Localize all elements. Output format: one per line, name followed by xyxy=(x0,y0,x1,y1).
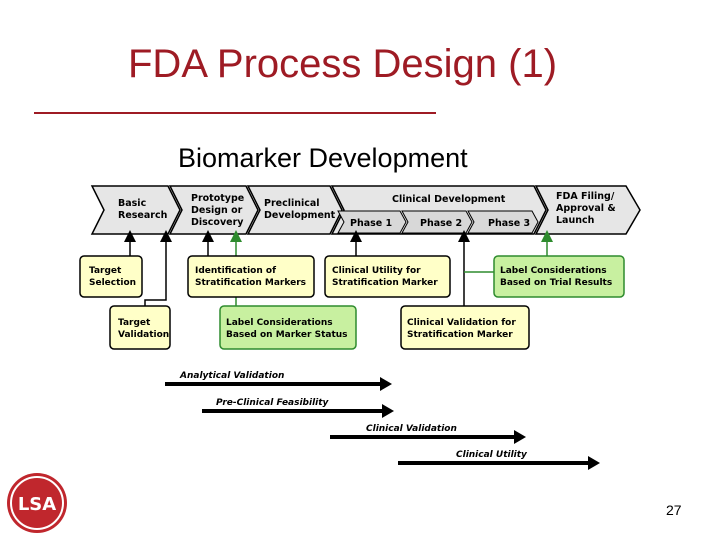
label-trial-line-2: Based on Trial Results xyxy=(500,278,612,288)
identification-line-2: Stratification Markers xyxy=(195,278,306,288)
box-target-selection xyxy=(79,255,143,298)
stage-fda-label-2: Approval & xyxy=(556,203,616,214)
title-underline xyxy=(34,112,436,114)
stage-basic-label-2: Research xyxy=(118,210,168,221)
stage-prototype xyxy=(168,185,259,235)
stage-clinical-label: Clinical Development xyxy=(392,194,506,205)
label-trial-line-1: Label Considerations xyxy=(500,266,607,276)
phase-3-label: Phase 3 xyxy=(488,218,530,229)
slide-subtitle: Biomarker Development xyxy=(178,143,468,173)
box-label-marker-status xyxy=(219,305,357,350)
phase-1-chevron xyxy=(337,210,407,234)
stage-basic-label-1: Basic xyxy=(118,198,146,209)
target-selection-line-2: Selection xyxy=(89,278,136,288)
box-clinical-validation xyxy=(400,305,530,350)
stage-fda-label-3: Launch xyxy=(556,215,595,226)
box-clinical-utility xyxy=(324,255,451,298)
lsa-logo: LSA xyxy=(7,473,67,533)
clinical-utility-line-2: Stratification Marker xyxy=(332,278,438,288)
stage-proto-label-3: Discovery xyxy=(191,217,244,228)
phase-3-chevron xyxy=(467,210,539,234)
stage-proto-label-2: Design or xyxy=(191,205,243,216)
target-selection-line-1: Target xyxy=(89,266,122,276)
stage-preclin-label-1: Preclinical xyxy=(264,198,320,209)
stage-preclin-label-2: Development xyxy=(264,210,336,221)
timeline-analytical-label: Analytical Validation xyxy=(179,371,284,381)
page-number: 27 xyxy=(666,502,682,518)
identification-line-1: Identification of xyxy=(195,266,276,276)
timeline-clinical-validation-label: Clinical Validation xyxy=(366,424,457,434)
box-identification-markers xyxy=(187,255,315,298)
timeline-clinical-utility-label: Clinical Utility xyxy=(456,450,528,460)
target-validation-line-2: Validation xyxy=(118,330,169,340)
clinical-validation-line-2: Stratification Marker xyxy=(407,330,513,340)
pipeline-stages xyxy=(90,185,641,235)
target-validation-line-1: Target xyxy=(118,318,151,328)
phase-1-label: Phase 1 xyxy=(350,218,392,229)
label-marker-line-1: Label Considerations xyxy=(226,318,333,328)
stage-preclinical xyxy=(246,185,343,235)
stage-fda-filing xyxy=(534,185,641,235)
stage-fda-label-1: FDA Filing/ xyxy=(556,191,615,202)
clinical-validation-line-1: Clinical Validation for xyxy=(407,318,516,328)
slide-title: FDA Process Design (1) xyxy=(128,42,558,86)
timeline-preclinical-label: Pre-Clinical Feasibility xyxy=(216,398,330,408)
box-target-validation xyxy=(109,305,171,350)
box-label-trial-results xyxy=(493,255,625,298)
timeline xyxy=(165,377,600,470)
clinical-utility-line-1: Clinical Utility for xyxy=(332,266,421,276)
stage-proto-label-1: Prototype xyxy=(191,193,244,204)
phase-2-label: Phase 2 xyxy=(420,218,462,229)
label-marker-line-2: Based on Marker Status xyxy=(226,330,348,340)
lsa-logo-text: LSA xyxy=(18,494,56,515)
